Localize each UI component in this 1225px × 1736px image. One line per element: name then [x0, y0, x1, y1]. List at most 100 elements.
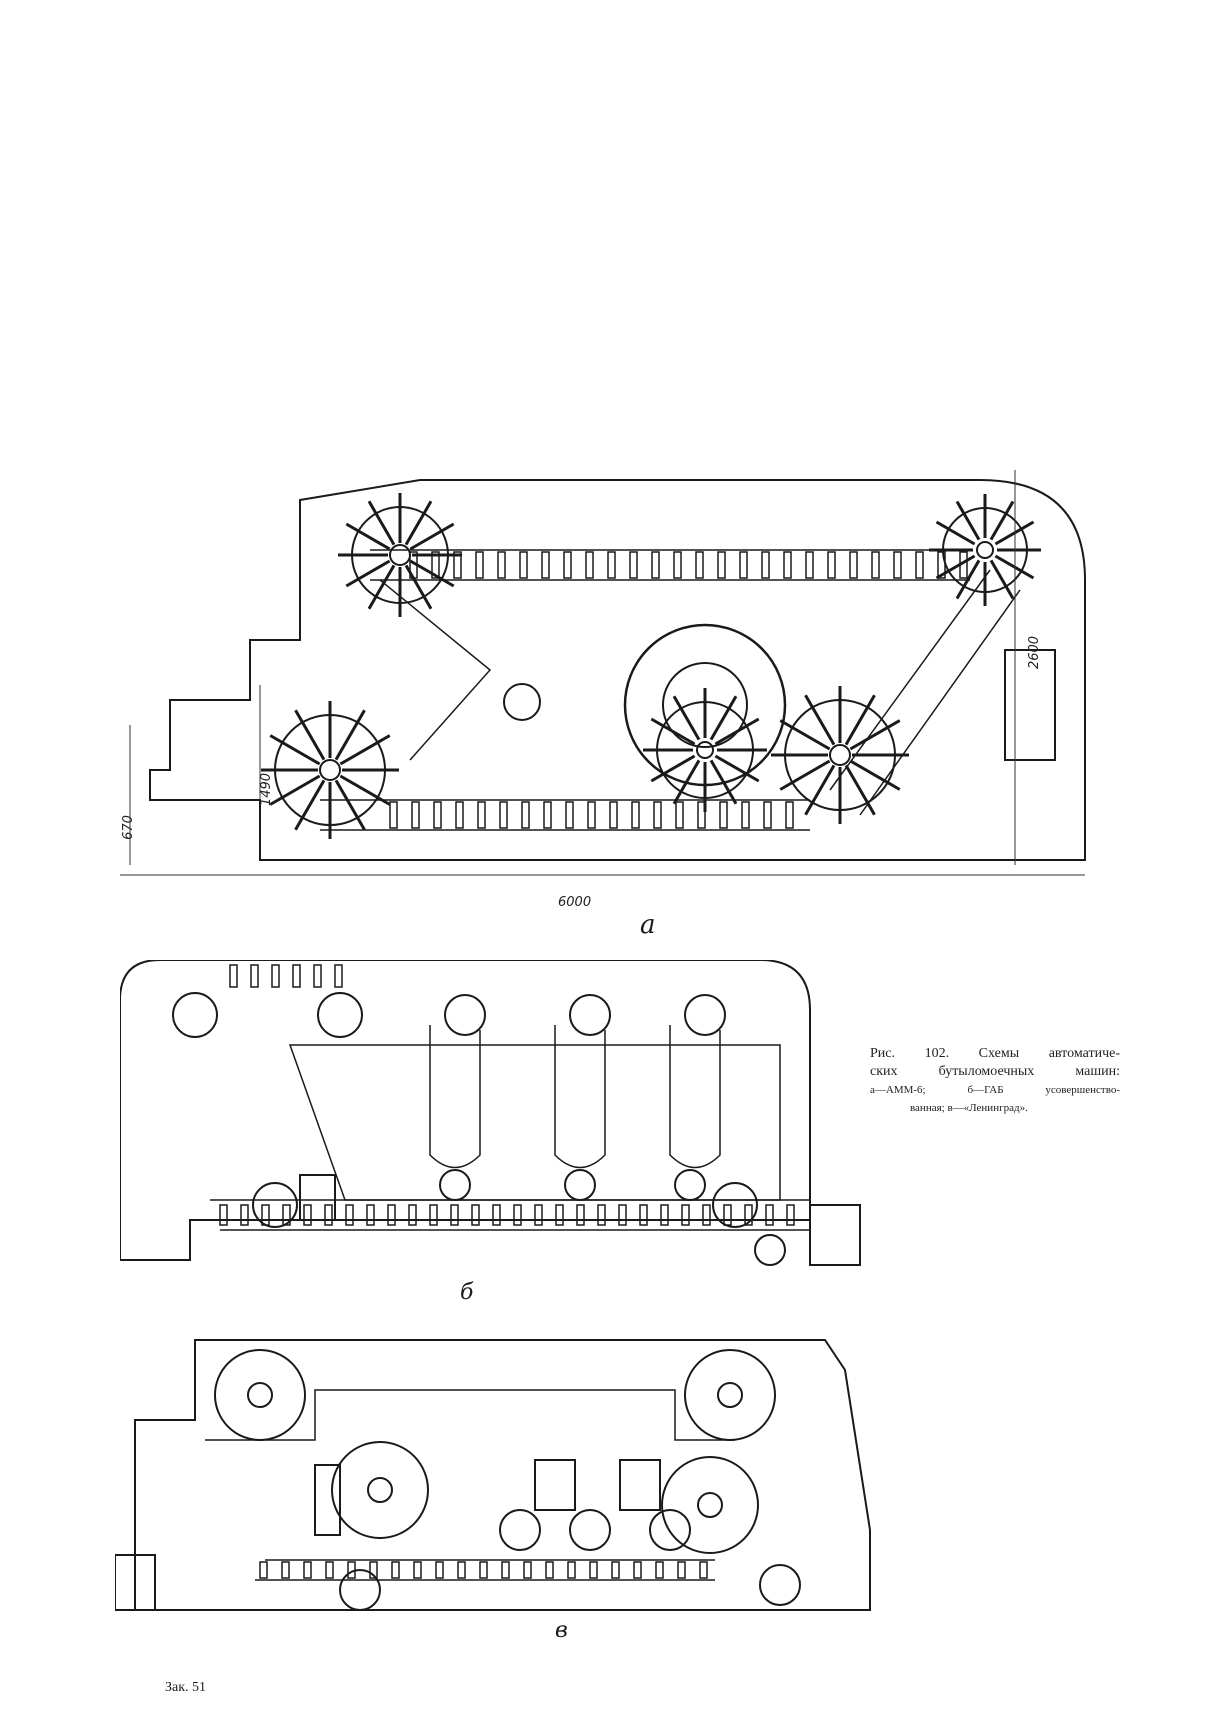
bottle-row-b [240, 1204, 249, 1226]
wheel-spoke [367, 500, 396, 546]
bottle-row-b-top [229, 964, 238, 988]
bottle-top-row [937, 551, 946, 579]
bottle-top-row [673, 551, 682, 579]
bottle-bottom-row [785, 801, 794, 829]
bottle-top-row [739, 551, 748, 579]
bottle-top-row [849, 551, 858, 579]
bottle-row-b [576, 1204, 585, 1226]
wheel-spoke [709, 759, 738, 805]
figure-a-label: а [640, 910, 656, 940]
bottle-row-c [633, 1561, 642, 1579]
wheel-spoke [345, 559, 391, 588]
bottle-bottom-row [433, 801, 442, 829]
wheel-spoke [409, 559, 455, 588]
bottle-bottom-row [675, 801, 684, 829]
caption-line-3: а—АММ-6; б—ГАБ усовершенство- [870, 1084, 1120, 1096]
bottle-top-row [805, 551, 814, 579]
wheel-spoke [779, 719, 831, 751]
bottle-row-b [282, 1204, 291, 1226]
bottle-row-c [413, 1561, 422, 1579]
bottle-row-c [545, 1561, 554, 1579]
wheel-spoke [935, 520, 976, 546]
wheel-spoke [650, 754, 696, 783]
wheel-spoke [804, 694, 836, 746]
bottle-row-b [744, 1204, 753, 1226]
wheel-spoke [367, 564, 396, 610]
wheel-spoke [404, 564, 433, 610]
bottle-row-b [471, 1204, 480, 1226]
dim-6000: 6000 [558, 895, 592, 910]
wheel-spoke [334, 779, 366, 831]
bottle-row-b-top [313, 964, 322, 988]
bottle-top-row [695, 551, 704, 579]
bottle-row-b [324, 1204, 333, 1226]
bottle-row-b [408, 1204, 417, 1226]
bottle-row-c [369, 1561, 378, 1579]
wheel-spoke [989, 500, 1015, 541]
bottle-bottom-row [455, 801, 464, 829]
bottle-row-c [281, 1561, 290, 1579]
bottle-row-c [479, 1561, 488, 1579]
bottle-row-b [786, 1204, 795, 1226]
wheel-spoke [404, 500, 433, 546]
bottle-row-c [325, 1561, 334, 1579]
wheel-spoke [709, 695, 738, 741]
bottle-top-row [915, 551, 924, 579]
bottle-row-b [513, 1204, 522, 1226]
wheel-spoke [955, 559, 981, 600]
wheel-spoke [294, 709, 326, 761]
bottle-top-row [453, 551, 462, 579]
wheel-spoke [849, 759, 901, 791]
bottle-bottom-row [389, 801, 398, 829]
caption-line-2: ских бутыломоечных машин: [870, 1064, 1120, 1079]
wheel-spoke [345, 522, 391, 551]
bottle-row-b-top [250, 964, 259, 988]
bottle-top-row [585, 551, 594, 579]
bottle-row-c [457, 1561, 466, 1579]
bottle-top-row [893, 551, 902, 579]
bottle-bottom-row [543, 801, 552, 829]
bottle-bottom-row [477, 801, 486, 829]
bottle-row-b [660, 1204, 669, 1226]
figure-c-drawing [115, 1330, 875, 1620]
bottle-top-row [783, 551, 792, 579]
bottle-top-row [475, 551, 484, 579]
bottle-row-b [345, 1204, 354, 1226]
bottle-row-b [366, 1204, 375, 1226]
bottle-row-b [702, 1204, 711, 1226]
bottle-bottom-row [653, 801, 662, 829]
bottle-row-b-top [334, 964, 343, 988]
bottle-bottom-row [521, 801, 530, 829]
wheel-spoke [339, 774, 391, 806]
wheel-spoke [339, 734, 391, 766]
bottle-top-row [563, 551, 572, 579]
bottle-bottom-row [565, 801, 574, 829]
bottle-row-b [597, 1204, 606, 1226]
bottle-row-b [219, 1204, 228, 1226]
bottle-bottom-row [411, 801, 420, 829]
wheel-spoke [955, 500, 981, 541]
bottle-bottom-row [763, 801, 772, 829]
wheel-spoke [844, 764, 876, 816]
bottle-row-b [639, 1204, 648, 1226]
wheel-spoke [779, 759, 831, 791]
wheel-spoke [714, 754, 760, 783]
bottle-row-b [723, 1204, 732, 1226]
dim-1490: 1490 [259, 772, 275, 807]
bottle-row-b [765, 1204, 774, 1226]
wheel-spoke [849, 719, 901, 751]
figure-b-label: б [460, 1280, 474, 1305]
bottle-row-b [492, 1204, 501, 1226]
wheel-spoke [989, 559, 1015, 600]
bottle-bottom-row [631, 801, 640, 829]
figure-c-label: в [555, 1618, 568, 1643]
wheel-spoke [804, 764, 836, 816]
bottle-row-b [387, 1204, 396, 1226]
wheel-spoke [994, 554, 1035, 580]
bottle-row-c [347, 1561, 356, 1579]
bottle-row-c [391, 1561, 400, 1579]
wheel-spoke [844, 694, 876, 746]
wheel-spoke [994, 520, 1035, 546]
bottle-bottom-row [741, 801, 750, 829]
wheel-spoke [714, 717, 760, 746]
